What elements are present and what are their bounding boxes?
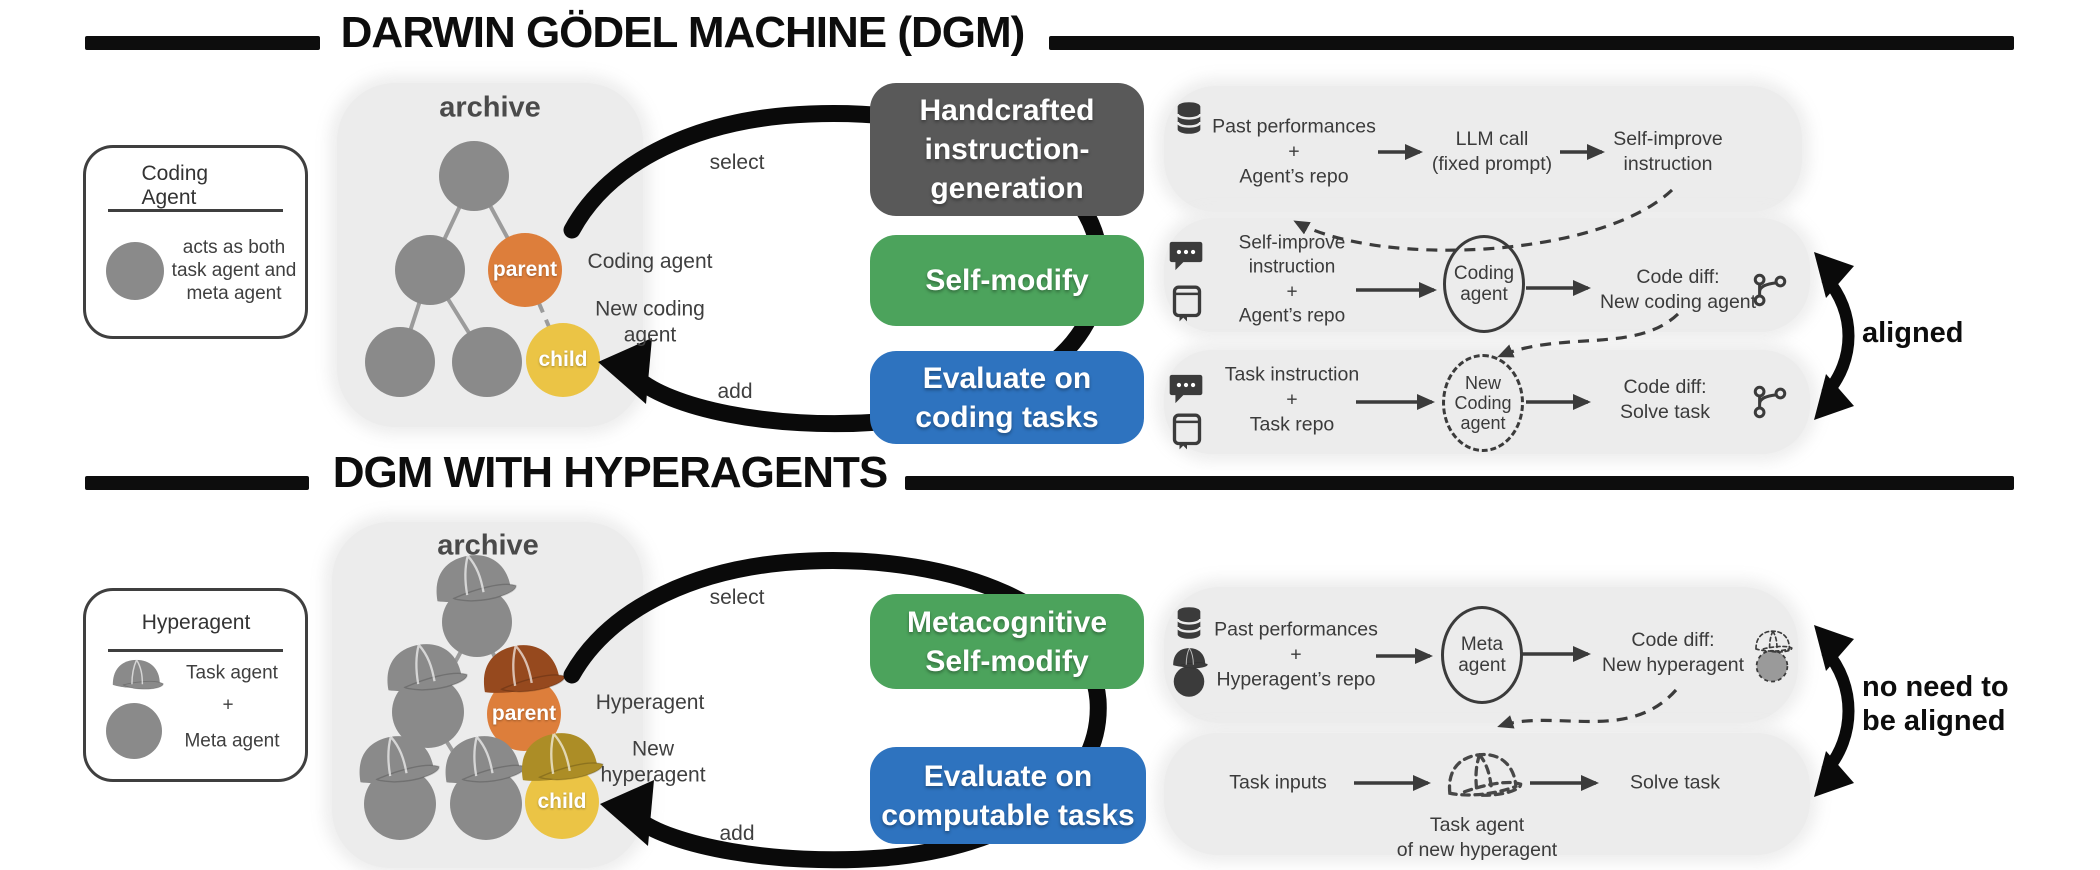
git-branch-icon	[1753, 273, 1787, 307]
title-bar-left-bottom	[85, 476, 309, 490]
select-label: select	[709, 151, 765, 174]
child-label: child	[538, 348, 588, 371]
child-label: child	[537, 790, 587, 813]
legend-task-agent: Task agent	[186, 662, 278, 684]
chat-icon	[1169, 374, 1203, 404]
aligned-arrow	[1814, 252, 1855, 420]
new-hyperagent-icon	[1750, 628, 1794, 684]
repo-icon	[1172, 413, 1202, 450]
legend-meta-agent: Meta agent	[184, 730, 280, 752]
archive-node	[439, 141, 509, 211]
new-hyperagent-side-label: New hyperagent	[600, 737, 706, 786]
add-label: add	[719, 822, 755, 845]
metacognitive-self-modify-box: Metacognitive Self-modify	[870, 594, 1144, 689]
coding-agent-legend: Coding Agent acts as both task agent and…	[83, 145, 308, 339]
flow3-input: Task instruction + Task repo	[1224, 363, 1360, 436]
archive-title: archive	[437, 529, 539, 562]
parent-node: parent	[488, 233, 562, 307]
meta-agent-dot	[106, 703, 162, 759]
flow2-input: Self-improve instruction + Agent’s repo	[1238, 232, 1346, 327]
archive-node	[395, 235, 465, 305]
self-modify-box: Self-modify	[870, 235, 1144, 326]
git-branch-icon	[1753, 385, 1787, 419]
coding-agent-dot	[106, 242, 164, 300]
coding-agent-side-label: Coding agent	[587, 250, 713, 274]
evaluate-computable-box: Evaluate on computable tasks	[870, 747, 1146, 844]
handcrafted-instruction-box: Handcrafted instruction- generation	[870, 83, 1144, 216]
hyperagent-icon	[1168, 646, 1210, 698]
coding-agent-circle: Coding agent	[1443, 235, 1525, 333]
meta-agent-circle: Meta agent	[1441, 606, 1523, 704]
repo-icon	[1172, 285, 1202, 322]
aligned-note: aligned	[1862, 317, 1964, 349]
select-label: select	[709, 586, 765, 609]
add-label: add	[717, 380, 753, 403]
new-coding-agent-side-label: New coding agent	[595, 297, 705, 346]
title-bar-right-bottom	[905, 476, 2014, 490]
flow4-output: Code diff: New hyperagent	[1601, 629, 1745, 676]
title-bar-left-top	[85, 36, 320, 50]
parent-label: parent	[492, 258, 558, 281]
legend-plus: +	[222, 694, 234, 716]
chat-icon	[1169, 241, 1203, 271]
flow5-output: Solve task	[1630, 771, 1720, 794]
flow3-output: Code diff: Solve task	[1620, 376, 1710, 423]
hyper-title: DGM WITH HYPERAGENTS	[332, 448, 888, 497]
database-icon	[1176, 606, 1202, 640]
dgm-title: DARWIN GÖDEL MACHINE (DGM)	[340, 8, 1026, 57]
hyperagent-side-label: Hyperagent	[595, 691, 705, 715]
legend-title: Hyperagent	[141, 611, 251, 634]
flow1-output: Self-improve instruction	[1613, 128, 1723, 175]
hyperagent-legend: Hyperagent Task agent + Meta agent	[83, 588, 308, 782]
flow5-caption: Task agent of new hyperagent	[1396, 814, 1558, 861]
title-bar-right-top	[1049, 36, 2014, 50]
parent-label: parent	[491, 702, 557, 725]
cap-icon	[112, 659, 164, 690]
flow2-output: Code diff: New coding agent	[1599, 266, 1757, 313]
archive-title: archive	[439, 91, 541, 124]
no-need-aligned-note: no need to be aligned	[1862, 671, 2009, 738]
legend-divider	[108, 649, 283, 652]
new-coding-agent-circle: New Coding agent	[1442, 354, 1524, 452]
legend-title: Coding Agent	[141, 162, 209, 209]
legend-desc: acts as both task agent and meta agent	[171, 237, 297, 305]
archive-node	[452, 327, 522, 397]
database-icon	[1176, 101, 1202, 135]
no-need-aligned-arrow	[1814, 625, 1855, 797]
task-agent-cap-icon	[1444, 749, 1524, 802]
legend-divider	[108, 209, 283, 212]
flow1-middle: LLM call (fixed prompt)	[1431, 128, 1553, 175]
flow1-input: Past performances + Agent’s repo	[1212, 115, 1376, 188]
flow4-input: Past performances + Hyperagent’s repo	[1214, 618, 1378, 691]
evaluate-coding-box: Evaluate on coding tasks	[870, 351, 1144, 444]
child-node: child	[526, 323, 600, 397]
archive-node	[365, 327, 435, 397]
flow5-input: Task inputs	[1229, 771, 1327, 794]
